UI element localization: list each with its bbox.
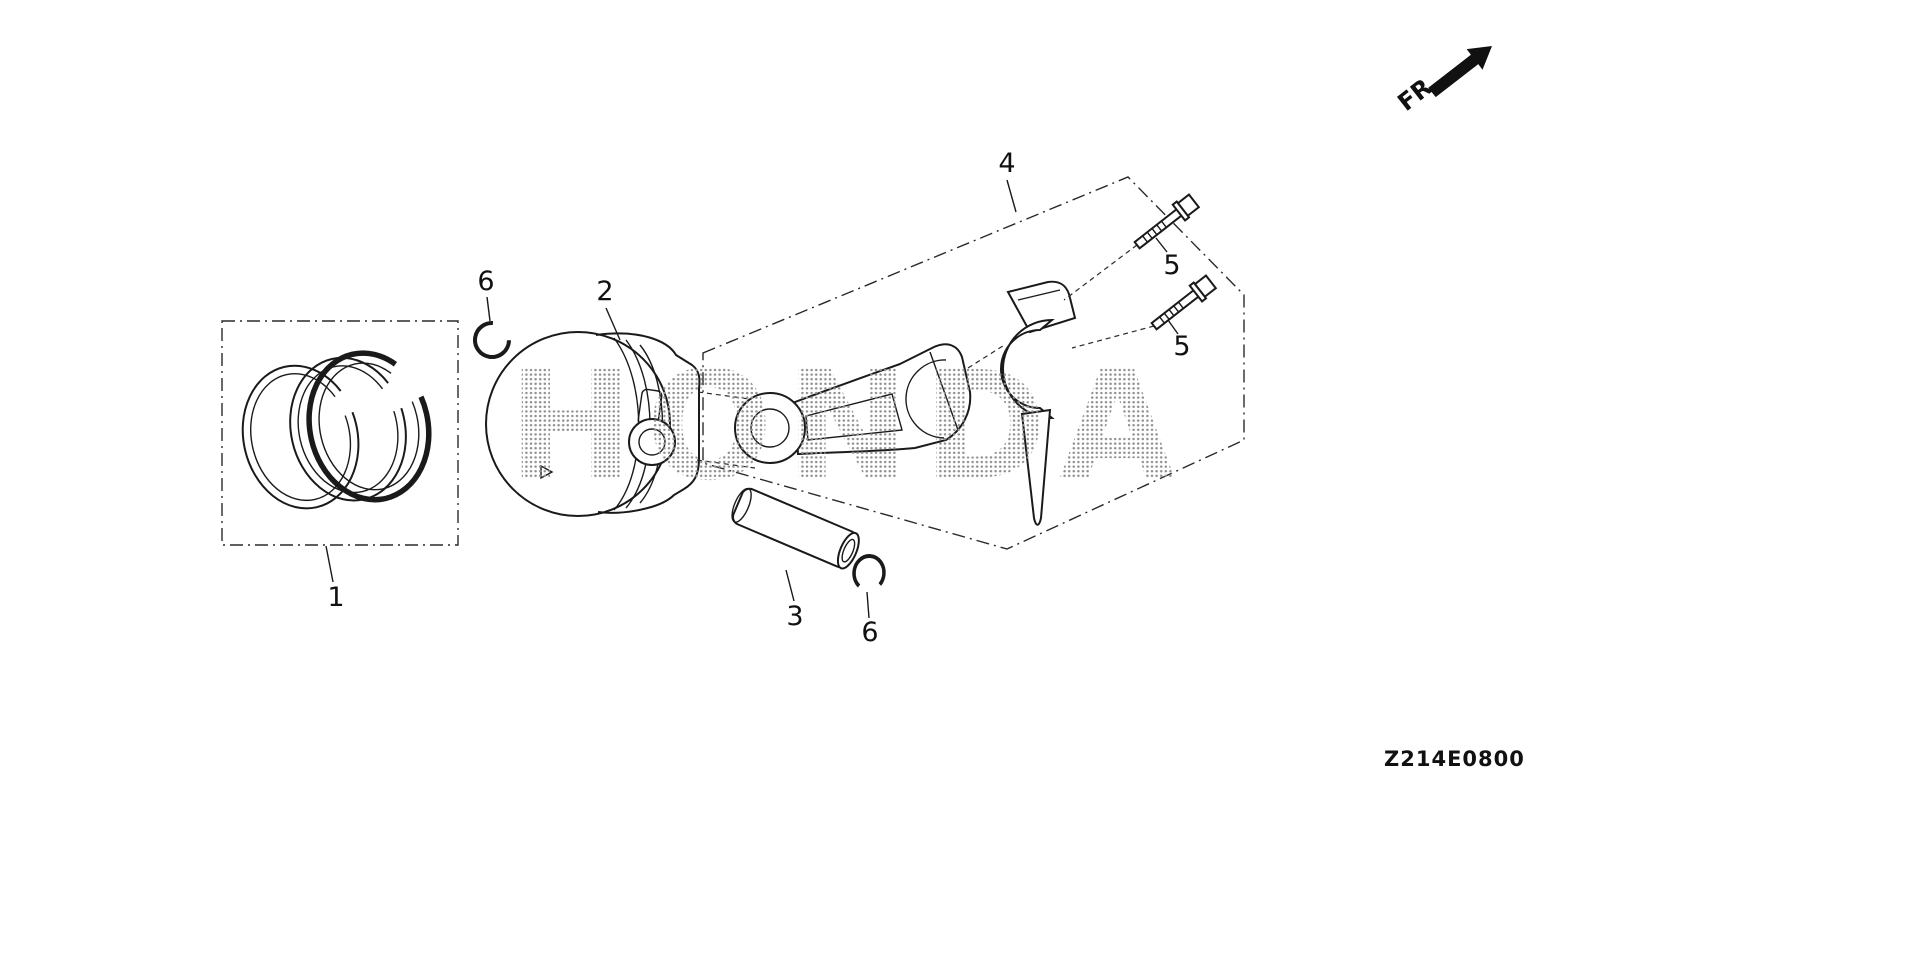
- rod-bolt-lower: [1150, 274, 1218, 331]
- rod-bolt-upper: [1133, 193, 1201, 250]
- pin-clip-right: [852, 554, 886, 592]
- callout-5-bolt-b: 5: [1173, 331, 1190, 362]
- connecting-rod: [734, 343, 972, 464]
- pin-clip-left: [473, 321, 511, 359]
- rod-cap: [1000, 280, 1077, 526]
- callout-4-rod: 4: [998, 148, 1015, 179]
- callout-2-piston: 2: [596, 276, 613, 307]
- piston-pin-boss: [628, 418, 676, 466]
- rod-small-end: [734, 392, 806, 464]
- callout-6-clip-b: 6: [861, 617, 878, 648]
- piston-pin: [731, 487, 860, 570]
- fr-direction-indicator: FR.: [1392, 46, 1492, 117]
- callout-3-piston-pin: 3: [786, 601, 803, 632]
- callout-5-bolt-a: 5: [1163, 250, 1180, 281]
- callout-1-ring-set: 1: [327, 582, 344, 613]
- watermark-honda: HONDA: [508, 340, 1187, 514]
- oil-dipper: [1020, 408, 1052, 526]
- rod-assembly-group-box: [702, 176, 1245, 550]
- ring-set-group-box: [221, 320, 459, 546]
- fr-arrow-icon: [1428, 46, 1492, 98]
- piston-mark: [540, 464, 554, 480]
- piston: [485, 331, 701, 517]
- fr-label: FR.: [1392, 67, 1444, 116]
- diagram-code: Z214E0800: [1384, 747, 1525, 771]
- oil-ring: [306, 350, 432, 503]
- callout-6-clip-a: 6: [477, 266, 494, 297]
- piston-ring-set: [241, 350, 432, 510]
